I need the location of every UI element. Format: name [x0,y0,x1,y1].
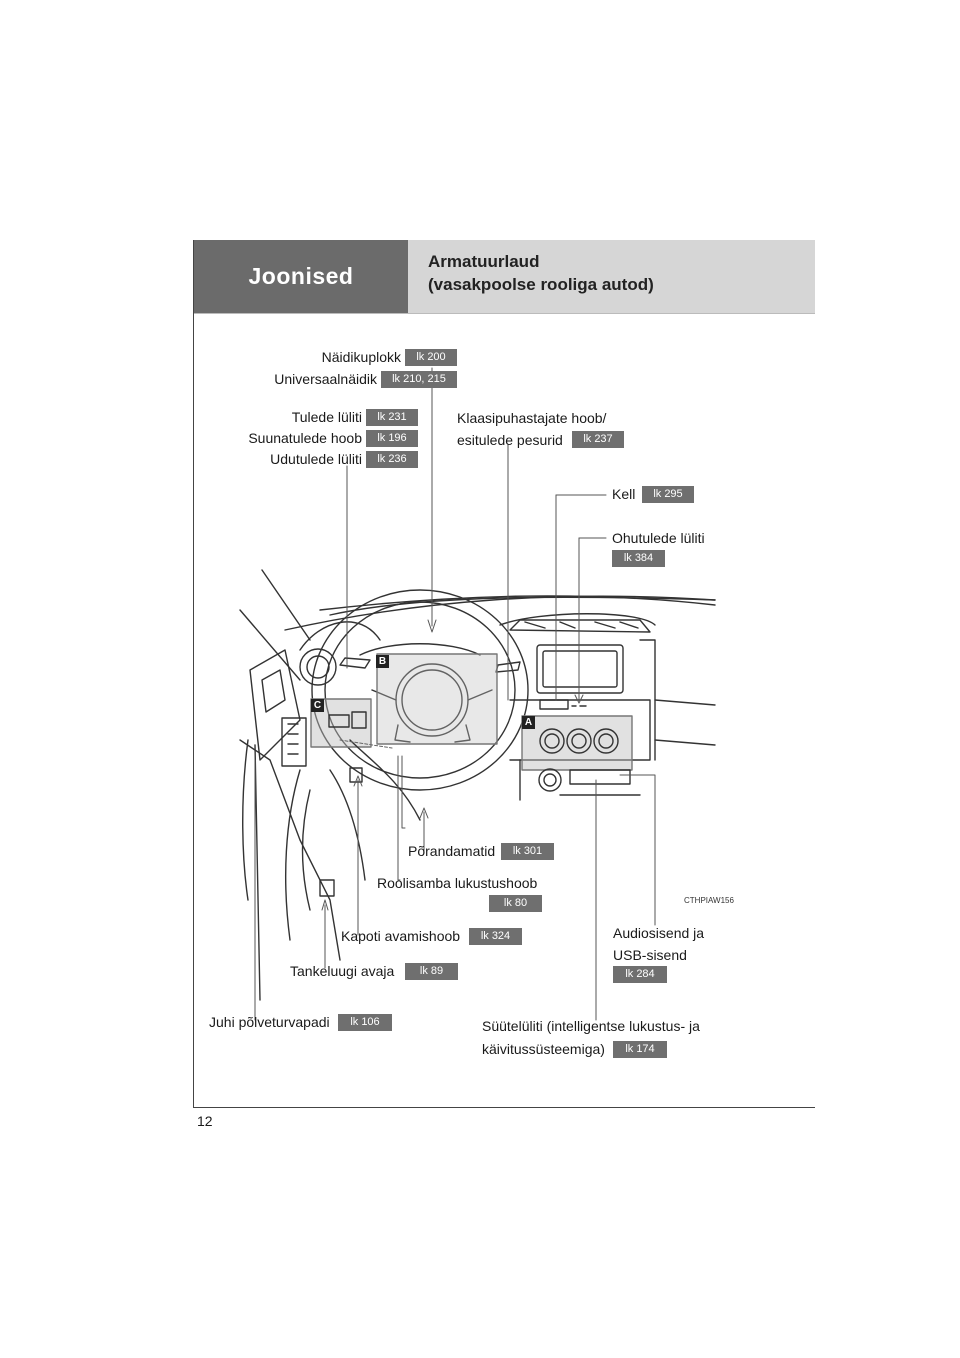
page-frame-left [193,240,194,1108]
ref-porandamatid[interactable]: lk 301 [501,843,554,860]
page-number: 12 [197,1113,213,1129]
page-header: Armatuurlaud (vasakpoolse rooliga autod) [408,240,815,313]
label-ohutulede: Ohutulede lüliti [612,530,705,546]
label-porandamatid: Põrandamatid [408,843,496,859]
label-roolisamba: Roolisamba lukustushoob [377,875,538,891]
marker-c: C [311,699,324,712]
label-syyteluliti-2: käivitussüsteemiga) [482,1041,605,1057]
page-title-line1: Armatuurlaud [428,252,540,271]
label-kapoti: Kapoti avamishoob [341,928,461,944]
marker-b: B [376,655,389,668]
page-frame-bottom [193,1107,815,1108]
header-divider [194,313,815,314]
label-syyteluliti-1: Süütelüliti (intelligentse lukustus- ja [482,1018,700,1034]
label-kell: Kell [612,486,636,502]
marker-a: A [522,716,535,729]
ref-universaalnaidik[interactable]: lk 210, 215 [381,371,457,388]
ref-udutulede-luliti[interactable]: lk 236 [366,451,418,468]
label-udutulede-luliti: Udutulede lüliti [270,451,362,467]
ref-tankeluugi[interactable]: lk 89 [405,963,458,980]
image-code: CTHPIAW156 [684,896,734,905]
page-title-line2: (vasakpoolse rooliga autod) [428,275,654,294]
ref-kell[interactable]: lk 295 [642,486,694,503]
ref-syyteluliti[interactable]: lk 174 [613,1041,667,1058]
label-audio-2: USB-sisend [613,947,687,963]
ref-audio[interactable]: lk 284 [613,966,667,983]
ref-ohutulede[interactable]: lk 384 [612,550,665,567]
ref-juhi-polveturvapadi[interactable]: lk 106 [338,1014,392,1031]
section-tab: Joonised [194,240,408,313]
label-klaasipuhastajate-2: esitulede pesurid [457,432,563,448]
label-juhi-polveturvapadi: Juhi põlveturvapadi [209,1014,330,1030]
label-tankeluugi: Tankeluugi avaja [290,963,395,979]
label-tulede-luliti: Tulede lüliti [291,409,362,425]
label-klaasipuhastajate-1: Klaasipuhastajate hoob/ [457,410,607,426]
ref-suunatulede-hoob[interactable]: lk 196 [366,430,418,447]
section-title: Joonised [248,263,354,289]
label-universaalnaidik: Universaalnäidik [274,371,377,387]
ref-kapoti[interactable]: lk 324 [469,928,522,945]
ref-naidikuplokk[interactable]: lk 200 [405,349,457,366]
ref-roolisamba[interactable]: lk 80 [489,895,542,912]
label-suunatulede-hoob: Suunatulede hoob [248,430,362,446]
label-audio-1: Audiosisend ja [613,925,705,941]
ref-tulede-luliti[interactable]: lk 231 [366,409,418,426]
ref-klaasipuhastajate[interactable]: lk 237 [572,431,624,448]
label-naidikuplokk: Näidikuplokk [321,349,401,365]
